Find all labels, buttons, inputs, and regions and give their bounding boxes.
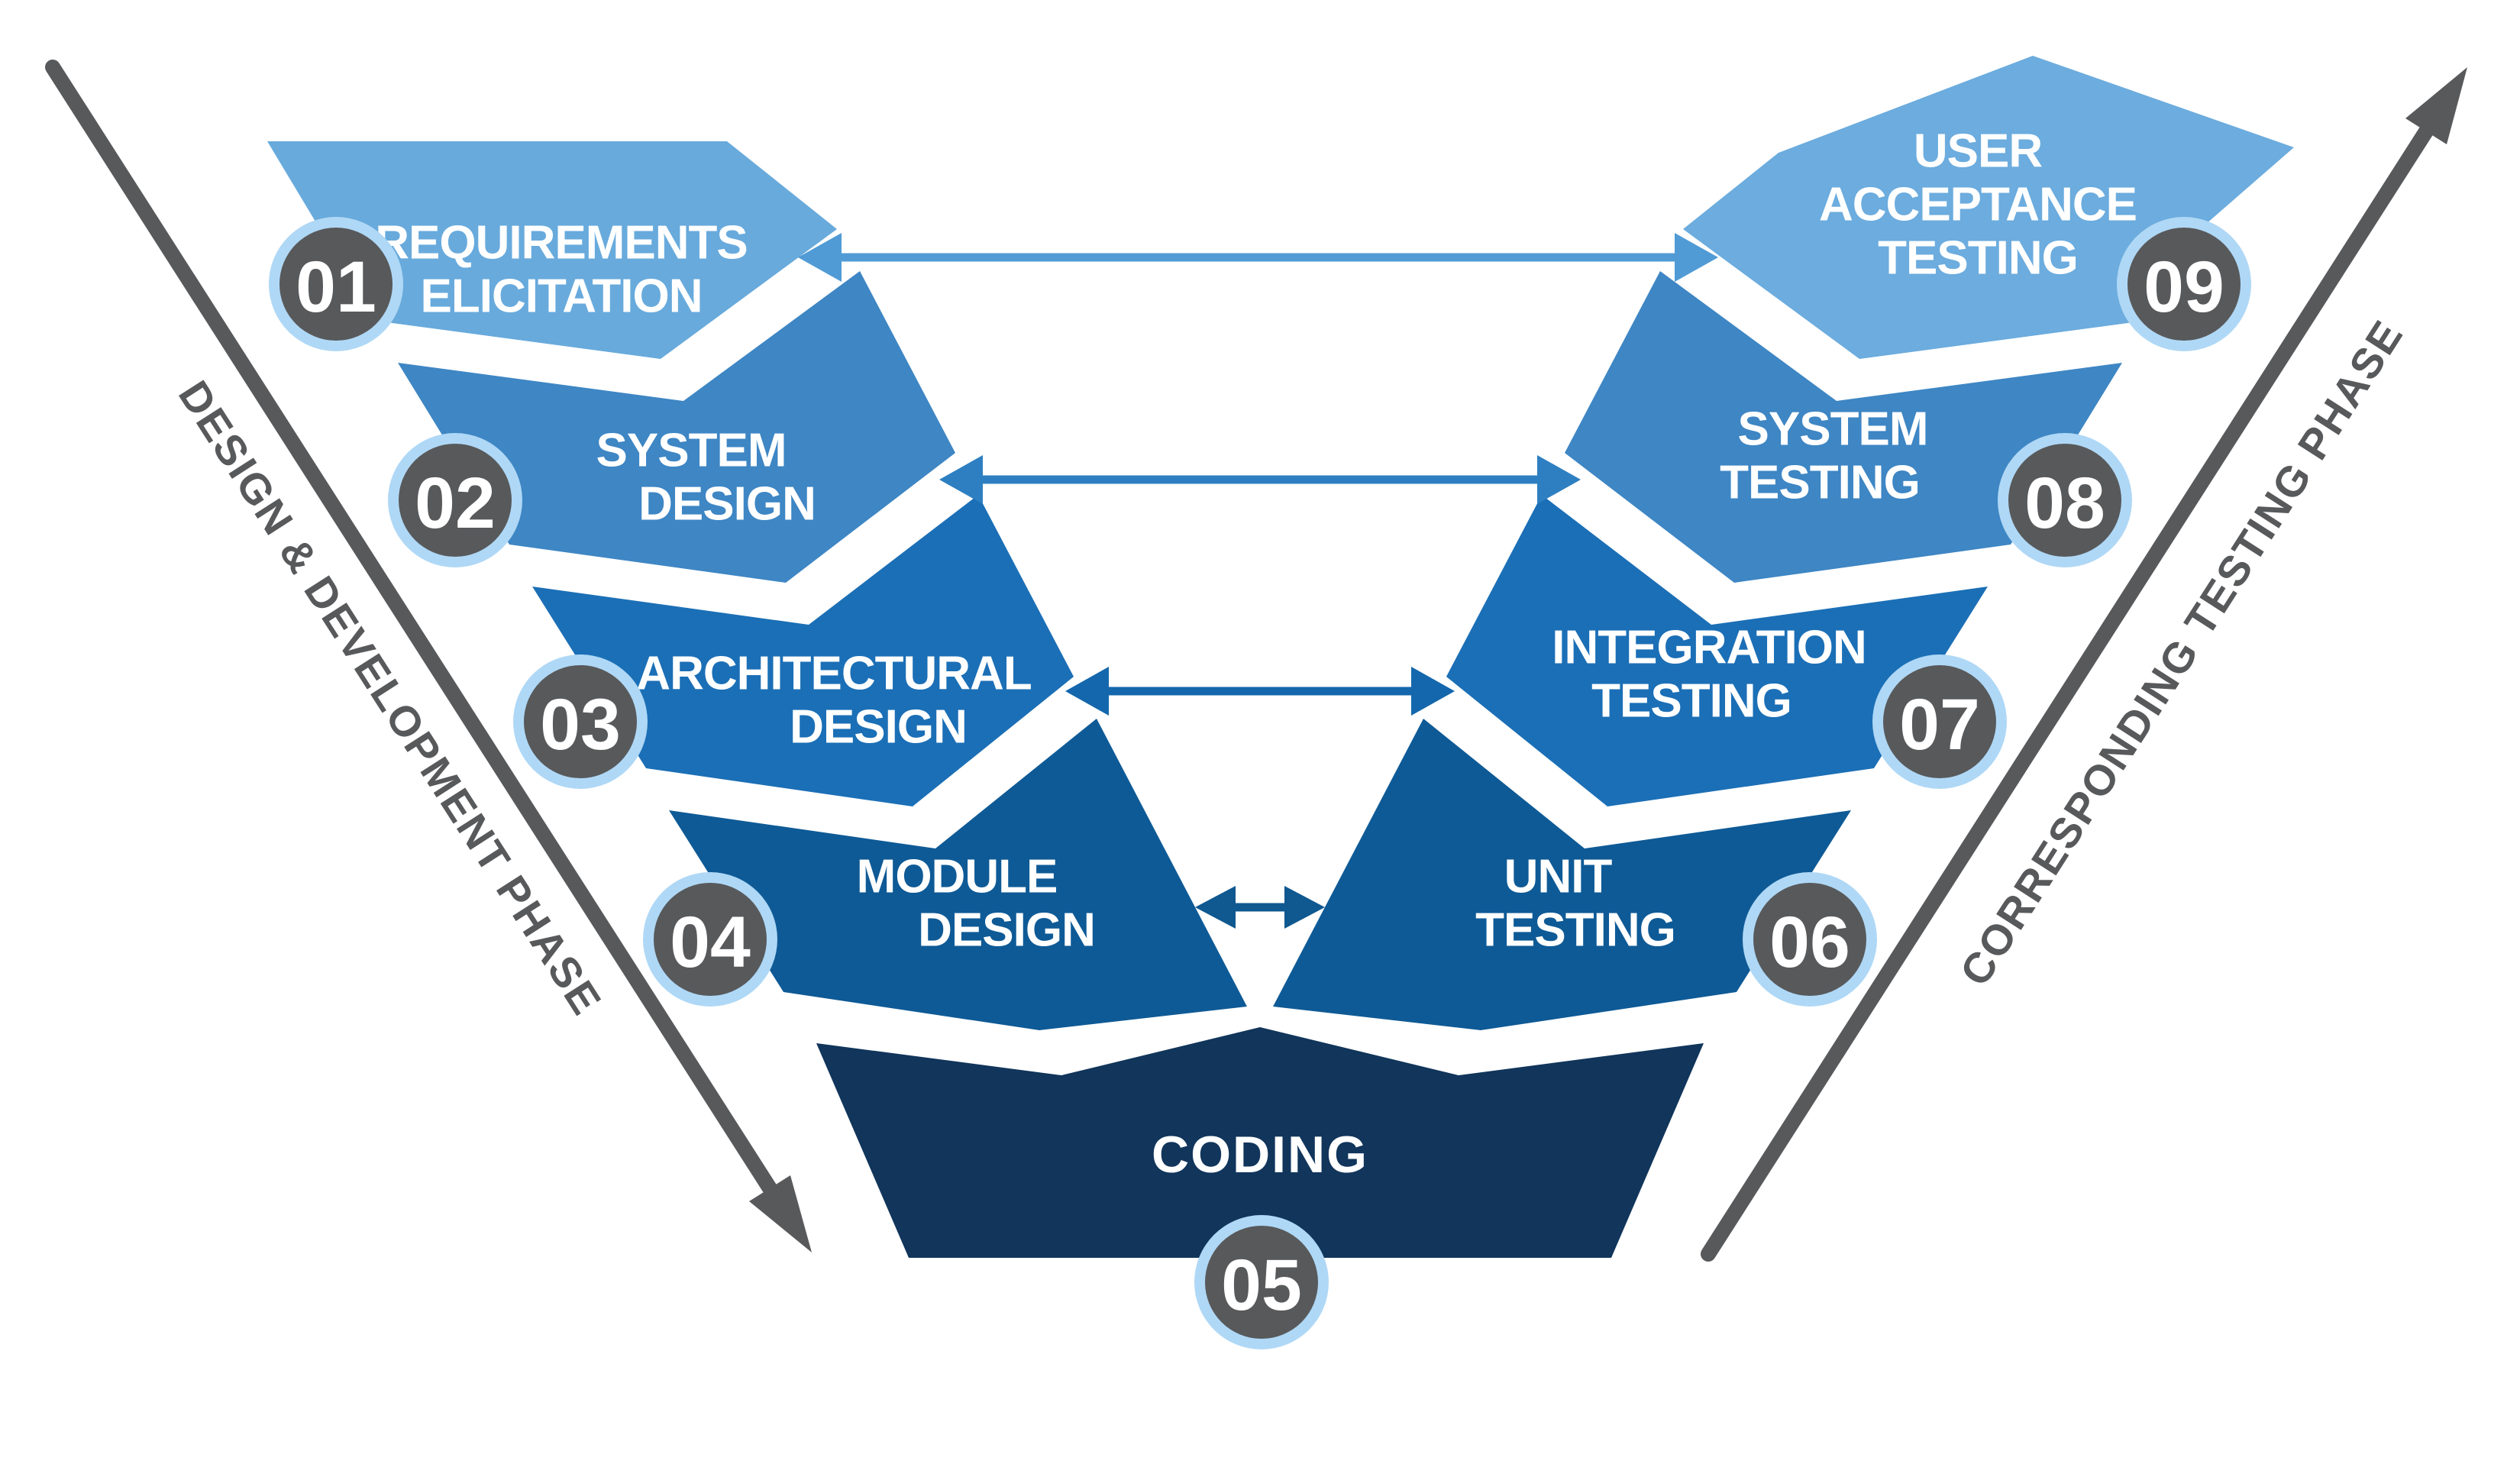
link-arrow-3-left-head-icon [1065, 667, 1109, 716]
badge-05: 05 [1194, 1215, 1329, 1349]
phase-labels: REQUIREMENTS ELICITATION SYSTEM DESIGN A… [375, 125, 2137, 1184]
design-phase-axis-line [45, 60, 777, 1196]
link-arrow-2-left-head-icon [939, 455, 983, 504]
badge-08-circle [2008, 444, 2121, 557]
badge-04: 04 [643, 872, 777, 1007]
link-arrow-1 [798, 233, 1718, 282]
badge-09-number: 09 [2144, 247, 2224, 328]
badge-04-circle [654, 883, 767, 996]
link-arrow-1-left-head-icon [798, 233, 842, 282]
link-arrow-2 [939, 455, 1581, 504]
phase-02-label-line-2: DESIGN [638, 478, 816, 531]
phase-01-label-line-2: ELICITATION [421, 270, 703, 323]
phase-badges: 01 02 03 04 05 06 07 [269, 217, 2251, 1349]
design-development-arm [267, 141, 1247, 1030]
badge-07: 07 [1872, 654, 2007, 789]
badge-06-number: 06 [1769, 902, 1850, 983]
phase-04-shape [669, 719, 1247, 1030]
phase-08-shape [1565, 271, 2122, 583]
badge-05-number: 05 [1221, 1245, 1302, 1326]
phase-03-shape [532, 495, 1074, 806]
badge-05-circle [1205, 1226, 1318, 1339]
phase-05-shape [816, 1027, 1704, 1258]
badge-08-number: 08 [2024, 463, 2105, 544]
phase-08-label-line-2: TESTING [1720, 457, 1920, 509]
link-arrow-4-right-head-icon [1284, 886, 1325, 929]
phase-09-label-line-3: TESTING [1878, 232, 2078, 285]
badge-02-circle [399, 444, 512, 557]
badge-01-circle [279, 228, 393, 341]
badge-09: 09 [2117, 217, 2251, 351]
badge-09-circle [2127, 228, 2241, 341]
link-arrow-4 [1195, 886, 1325, 929]
badge-03: 03 [513, 654, 648, 789]
phase-06-shape [1273, 719, 1851, 1030]
badge-02: 02 [388, 433, 522, 567]
phase-06-label-line-2: TESTING [1475, 904, 1675, 957]
badge-01: 01 [269, 217, 403, 351]
phase-09-label-line-2: ACCEPTANCE [1819, 179, 2137, 231]
badge-07-circle [1883, 665, 1996, 778]
phase-09-label-line-1: USER [1914, 125, 2042, 178]
badge-02-number: 02 [415, 463, 496, 544]
badge-03-number: 03 [540, 684, 621, 765]
phase-06-label-line-1: UNIT [1504, 851, 1613, 903]
phase-07-label-line-2: TESTING [1591, 675, 1791, 728]
phase-02-label-line-1: SYSTEM [596, 425, 787, 477]
phase-02-shape [398, 271, 955, 583]
badge-07-number: 07 [1899, 684, 1980, 765]
badge-04-number: 04 [670, 902, 751, 983]
badge-08: 08 [1998, 433, 2132, 567]
testing-phase-axis-arrowhead-icon [2405, 67, 2467, 144]
phase-08-label-line-1: SYSTEM [1738, 403, 1928, 456]
phase-07-label-line-1: INTEGRATION [1552, 622, 1866, 674]
link-arrow-3-right-head-icon [1411, 667, 1455, 716]
phase-05-label: CODING [1152, 1126, 1368, 1184]
link-arrow-4-left-head-icon [1195, 886, 1236, 929]
link-arrow-2-right-head-icon [1537, 455, 1581, 504]
phase-03-label-line-2: DESIGN [790, 701, 967, 754]
phase-07-shape [1446, 495, 1988, 806]
link-arrow-3 [1065, 667, 1455, 716]
badge-06: 06 [1743, 872, 1877, 1007]
phase-01-label-line-1: REQUIREMENTS [375, 217, 747, 270]
phase-04-label-line-1: MODULE [857, 851, 1058, 903]
link-arrow-1-right-head-icon [1675, 233, 1718, 282]
phase-01-shape [267, 141, 837, 359]
testing-phase-axis-line [1701, 124, 2434, 1262]
badge-06-circle [1753, 883, 1866, 996]
badge-03-circle [524, 665, 637, 778]
badge-01-number: 01 [296, 247, 376, 328]
phase-03-label-line-1: ARCHITECTURAL [636, 648, 1031, 700]
design-phase-axis-arrowhead-icon [749, 1175, 812, 1252]
phase-04-label-line-2: DESIGN [918, 904, 1095, 957]
